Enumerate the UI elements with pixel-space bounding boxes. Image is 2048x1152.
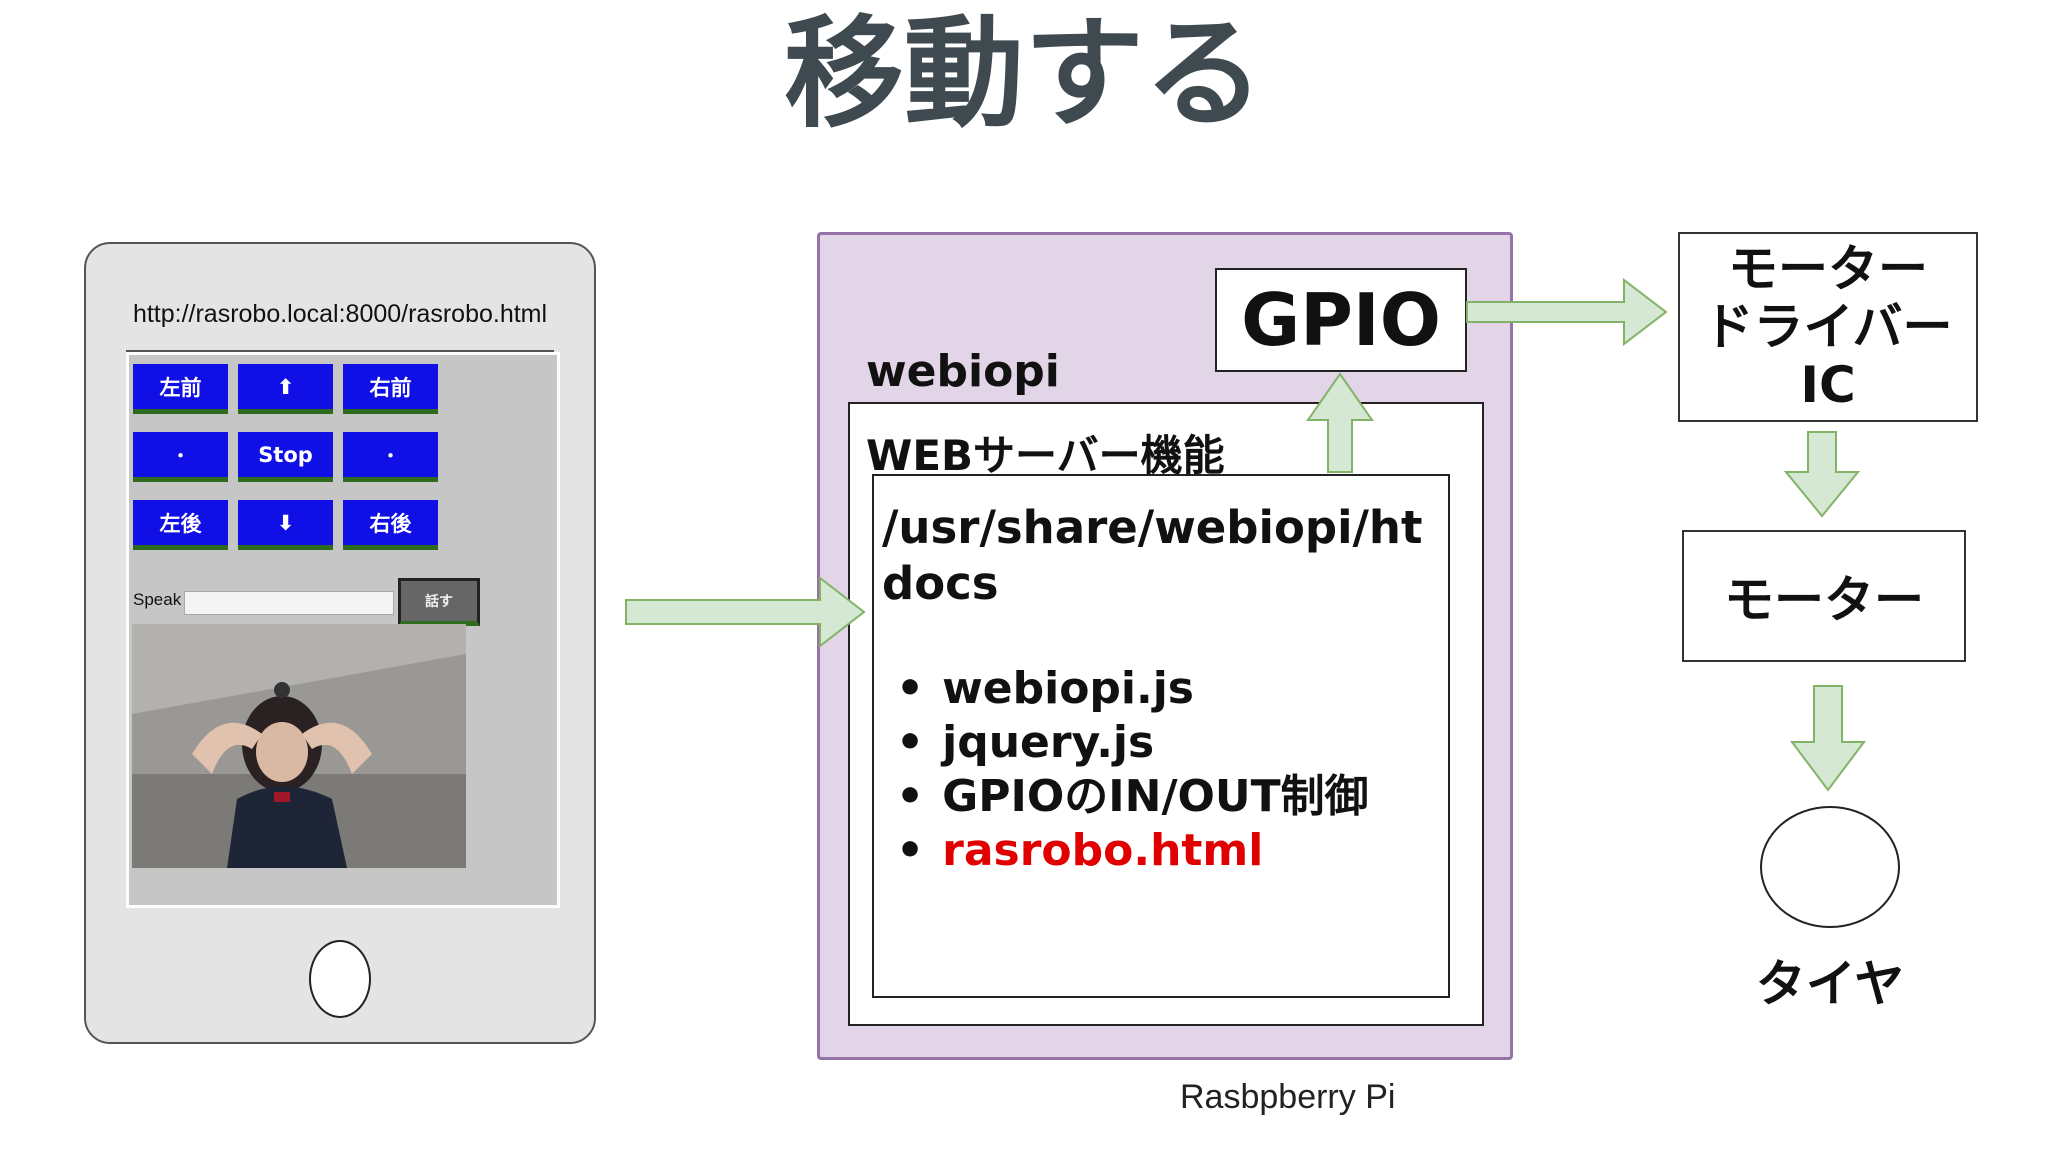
button-forward-right[interactable]: 右前 xyxy=(343,364,438,414)
motor-driver-line2: ドライバーIC xyxy=(1703,298,1953,414)
motor-driver-box: モーター ドライバーIC xyxy=(1678,232,1978,422)
button-right[interactable]: ･ xyxy=(343,432,438,482)
list-item-highlighted: rasrobo.html xyxy=(896,824,1369,878)
motor-box: モーター xyxy=(1682,530,1966,662)
list-item: jquery.js xyxy=(896,716,1369,770)
tire-label: タイヤ xyxy=(1755,955,1905,1013)
button-back[interactable]: ⬇ xyxy=(238,500,333,550)
button-forward-left[interactable]: 左前 xyxy=(133,364,228,414)
arrow-right-icon xyxy=(625,575,866,649)
docroot-path: /usr/share/webiopi/htdocs xyxy=(882,501,1423,610)
gpio-box: GPIO xyxy=(1215,268,1467,372)
list-item: webiopi.js xyxy=(896,662,1369,716)
arrow-right-icon xyxy=(1466,277,1668,347)
file-list: webiopi.js jquery.js GPIOのIN/OUT制御 rasro… xyxy=(896,662,1369,878)
button-stop[interactable]: Stop xyxy=(238,432,333,482)
slide-title: 移動する xyxy=(784,5,1264,144)
motor-driver-line1: モーター xyxy=(1728,240,1928,298)
button-forward[interactable]: ⬆ xyxy=(238,364,333,414)
camera-feed xyxy=(132,624,466,868)
camera-image xyxy=(132,624,466,868)
arrow-down-icon xyxy=(1790,685,1866,792)
arrow-up-icon xyxy=(1306,372,1374,473)
webiopi-label: webiopi xyxy=(866,346,1060,397)
tablet-url: http://rasrobo.local:8000/rasrobo.html xyxy=(132,300,548,328)
raspberry-pi-caption: Rasbpberry Pi xyxy=(1180,1078,1396,1116)
button-left[interactable]: ･ xyxy=(133,432,228,482)
list-item: GPIOのIN/OUT制御 xyxy=(896,770,1369,824)
home-button[interactable] xyxy=(309,940,371,1018)
speak-label: Speak xyxy=(133,590,182,609)
speak-input[interactable] xyxy=(184,591,394,615)
button-back-left[interactable]: 左後 xyxy=(133,500,228,550)
button-back-right[interactable]: 右後 xyxy=(343,500,438,550)
arrow-down-icon xyxy=(1783,431,1861,518)
tire-circle xyxy=(1760,806,1900,928)
talk-button[interactable]: 話す xyxy=(398,578,480,626)
webserver-label: WEBサーバー機能 xyxy=(866,431,1225,480)
address-bar-divider xyxy=(126,350,554,352)
